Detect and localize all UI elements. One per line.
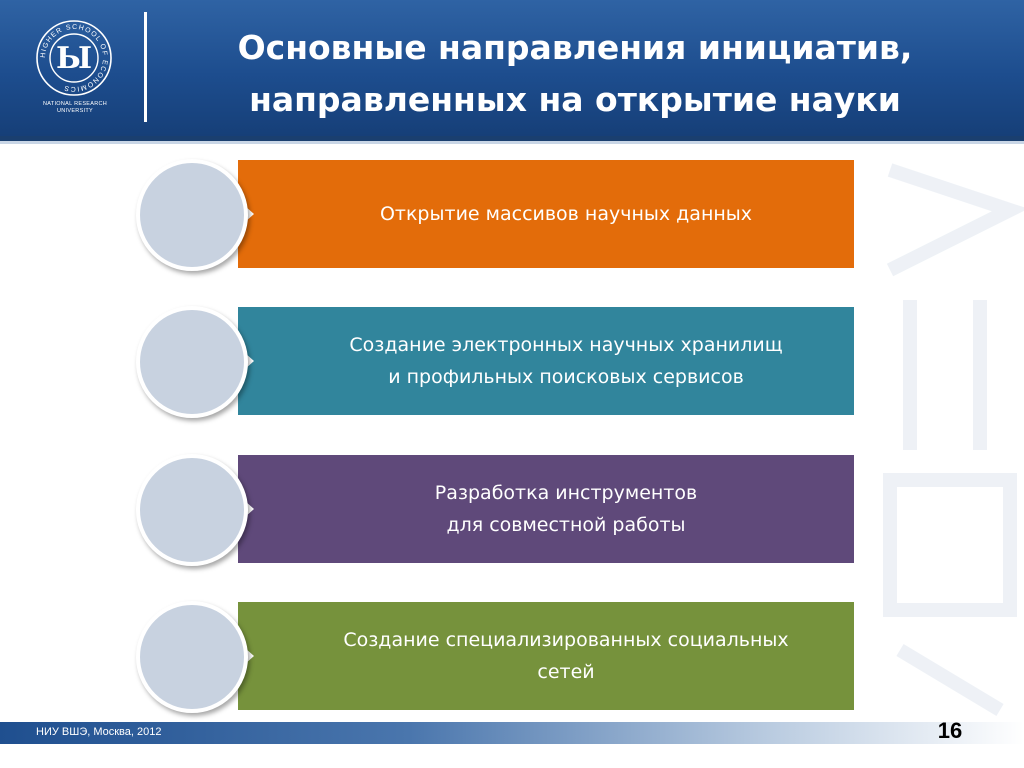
logo-subtitle: NATIONAL RESEARCH UNIVERSITY <box>30 101 120 115</box>
item-label-line1: Открытие массивов научных данных <box>379 203 753 225</box>
item-label-line1: Разработка инструментов <box>434 482 698 504</box>
item-label: Открытие массивов научных данных <box>276 158 856 270</box>
header-underline <box>0 136 1024 141</box>
list-item-social-networks: Создание специализированных социальных с… <box>134 597 864 717</box>
footer-caption: НИУ ВШЭ, Москва, 2012 <box>36 726 162 738</box>
item-label-line1: Создание электронных научных хранилищ <box>349 334 783 356</box>
item-circle <box>136 601 248 713</box>
watermark-emblem-icon <box>883 163 1024 717</box>
item-circle <box>136 159 248 271</box>
item-label: Разработка инструментов для совместной р… <box>276 453 856 565</box>
header-divider <box>144 12 147 122</box>
footer-band <box>0 722 1024 744</box>
item-circle <box>136 306 248 418</box>
university-logo-icon: HIGHER SCHOOL OF ECONOMICS Ы <box>36 20 112 96</box>
slide-title: Основные направления инициатив, направле… <box>170 22 980 126</box>
header-underline-light <box>0 141 1024 144</box>
list-item-collaboration-tools: Разработка инструментов для совместной р… <box>134 450 864 570</box>
header-banner <box>0 0 1024 136</box>
item-banner <box>236 158 856 270</box>
list-item-repositories: Создание электронных научных хранилищ и … <box>134 302 864 422</box>
item-label-line2: для совместной работы <box>446 514 686 536</box>
item-label-line2: и профильных поисковых сервисов <box>388 366 744 388</box>
logo-subtitle-line2: UNIVERSITY <box>56 108 93 114</box>
item-circle <box>136 454 248 566</box>
page-number: 16 <box>937 718 963 743</box>
logo-monogram: Ы <box>56 41 92 76</box>
logo-subtitle-line1: NATIONAL RESEARCH <box>42 101 108 107</box>
item-label: Создание электронных научных хранилищ и … <box>276 305 856 417</box>
slide-title-line1: Основные направления инициатив, <box>237 28 913 67</box>
slide-title-line2: направленных на открытие науки <box>249 80 901 119</box>
list-item-open-data: Открытие массивов научных данных <box>134 155 864 275</box>
item-label-line1: Создание специализированных социальных <box>343 629 789 651</box>
item-label-line2: сетей <box>537 661 595 683</box>
item-label: Создание специализированных социальных с… <box>276 600 856 712</box>
